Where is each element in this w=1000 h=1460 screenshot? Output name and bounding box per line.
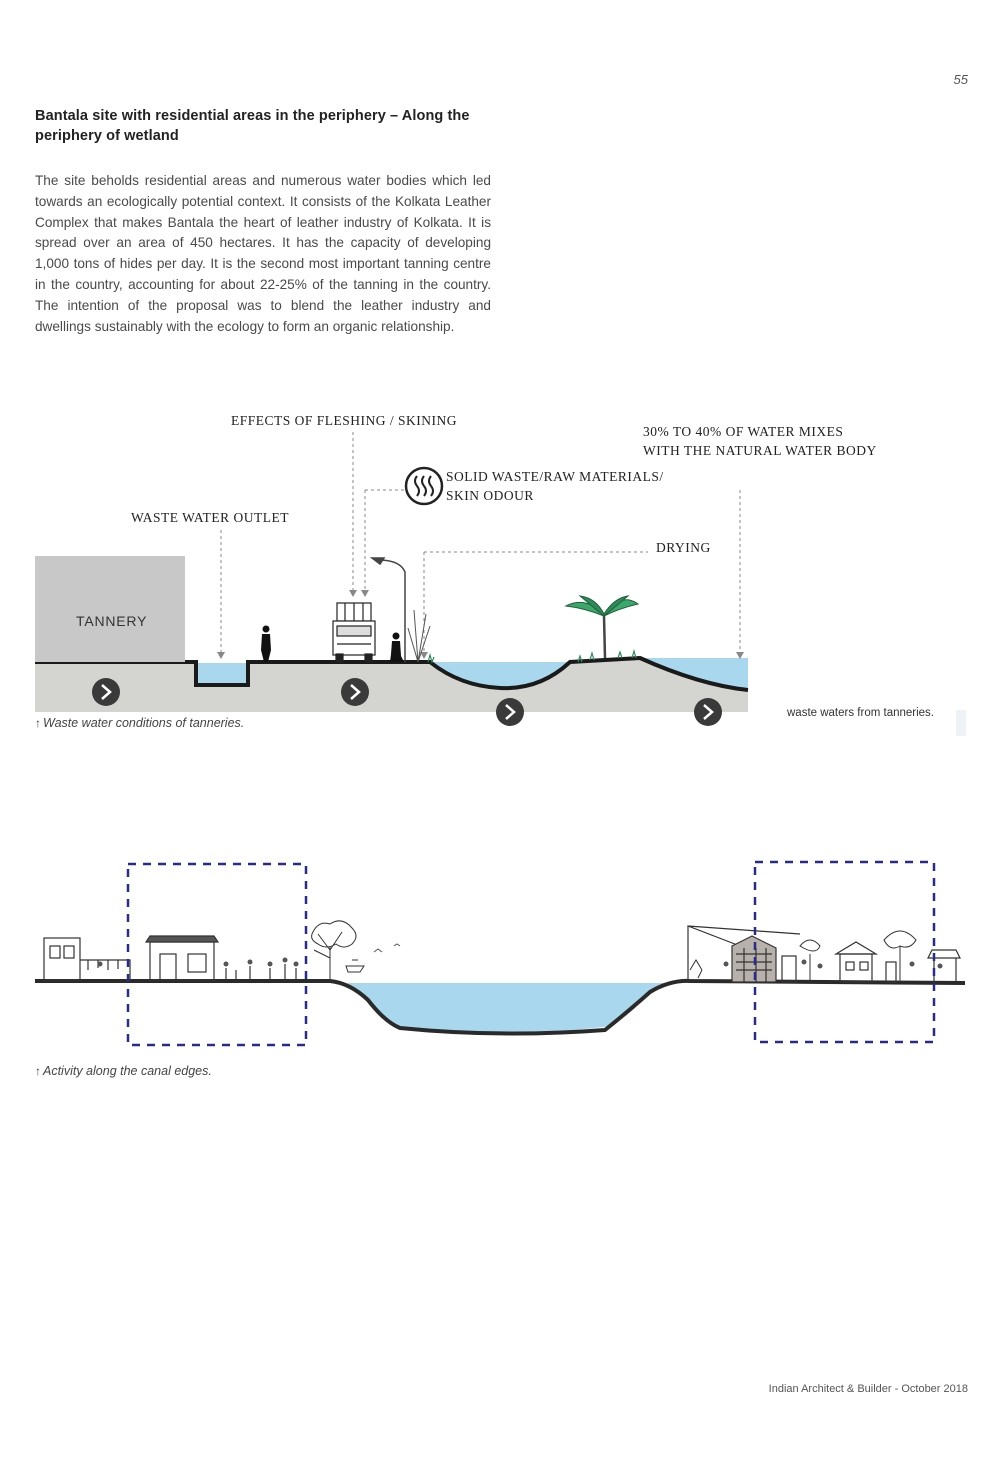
right-people-icons — [723, 959, 943, 969]
waste-water-section-diagram: TANNERY EFFECTS OF FLESHING / SKINING 30… — [35, 413, 966, 736]
caption-arrow-icon: ↑ — [35, 1064, 41, 1078]
section-title: Bantala site with residential areas in t… — [35, 108, 470, 144]
label-fleshing: EFFECTS OF FLESHING / SKINING — [231, 413, 457, 428]
canal-edge-section-diagram — [35, 860, 966, 1047]
ground-section — [35, 658, 748, 712]
left-settlement-sketch — [43, 935, 297, 981]
palm-tree-icon — [564, 595, 640, 659]
canal-water — [345, 983, 670, 1033]
street-lamp-icon — [369, 557, 406, 662]
label-solid-line1: SOLID WASTE/RAW MATERIALS/ — [446, 469, 664, 484]
nav-arrow-icon-2 — [341, 678, 369, 706]
figure1-side-note: waste waters from tanneries. — [787, 707, 935, 719]
left-tree-icon — [311, 920, 357, 981]
right-settlement-sketch — [687, 925, 961, 983]
canal-ground-line — [35, 978, 966, 1036]
caption-arrow-icon: ↑ — [35, 716, 41, 730]
tannery-building — [35, 556, 185, 662]
label-outlet: WASTE WATER OUTLET — [131, 510, 289, 525]
person-silhouette-icon — [261, 625, 271, 662]
figure1-caption-text: Waste water conditions of tanneries. — [43, 716, 245, 730]
tannery-label: TANNERY — [76, 613, 147, 629]
figure2-caption: ↑Activity along the canal edges. — [35, 1064, 212, 1078]
left-people-icons — [97, 957, 299, 967]
nav-arrow-icon-3 — [496, 698, 524, 726]
label-drying: DRYING — [656, 540, 711, 555]
footer-publication: Indian Architect & Builder - October 201… — [768, 1383, 968, 1395]
label-mix-line1: 30% TO 40% OF WATER MIXES — [643, 424, 843, 439]
boat-figure-icon — [345, 959, 365, 973]
nav-arrow-icon-4 — [694, 698, 722, 726]
leader-arrowheads — [217, 590, 744, 659]
panel-edge-mark — [956, 710, 966, 736]
focus-box-right — [753, 860, 936, 1044]
natural-water-body — [640, 658, 748, 690]
figure1-caption: ↑Waste water conditions of tanneries. — [35, 716, 244, 730]
leader-lines — [220, 432, 741, 652]
birds-icon — [373, 943, 401, 953]
right-tree-icons — [689, 930, 917, 982]
body-paragraph: The site beholds residential areas and n… — [35, 173, 491, 334]
label-solid-line2: SKIN ODOUR — [446, 488, 534, 503]
nav-arrow-icon-1 — [92, 678, 120, 706]
sitting-person-icon — [390, 632, 404, 662]
focus-box-left — [126, 862, 308, 1047]
odour-icon — [404, 466, 444, 506]
page-number: 55 — [953, 72, 968, 87]
shrub-icon — [407, 609, 431, 663]
truck-icon — [332, 602, 376, 663]
grass-tufts — [427, 648, 637, 664]
label-mix-line2: WITH THE NATURAL WATER BODY — [643, 443, 877, 458]
ground-line — [35, 655, 749, 692]
figure2-caption-text: Activity along the canal edges. — [43, 1064, 212, 1078]
outlet-water — [196, 663, 248, 685]
